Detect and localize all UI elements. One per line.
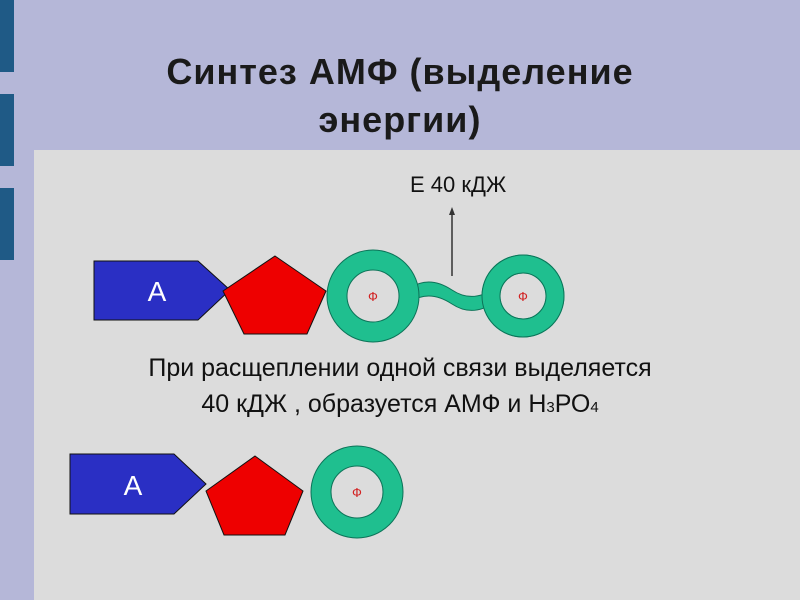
amp-phosphate-label: Ф: [352, 485, 362, 500]
atp-molecule: А Ф Ф: [93, 249, 565, 343]
explanation-line-2: 40 кДЖ , образуется АМФ и Н3РО4: [70, 386, 730, 426]
amp-phosphate-ring-outline: [310, 445, 404, 539]
amp-phosphate-ring-inner-outline: [330, 465, 384, 519]
explanation-line-1: При расщеплении одной связи выделяется: [148, 354, 652, 382]
content-panel: [34, 150, 800, 600]
subscript-3: 3: [546, 399, 555, 416]
title-line-2: энергии): [318, 99, 482, 140]
amp-adenine-label: А: [124, 470, 143, 501]
phosphate-ring-2-outline: [481, 254, 565, 338]
phosphate-ring-1: [327, 250, 419, 342]
accent-bar-bottom: [0, 188, 14, 260]
phosphate-ring-1-inner-outline: [346, 269, 400, 323]
explanation-text: При расщеплении одной связи выделяется 4…: [70, 350, 730, 426]
accent-bar-top: [0, 0, 14, 72]
title-line-1: Синтез АМФ (выделение: [166, 51, 634, 92]
phosphate-label-2: Ф: [518, 289, 528, 304]
phosphate-ring-1-outline: [326, 249, 420, 343]
ribose-pentagon: [222, 255, 327, 335]
amp-molecule: А Ф: [69, 445, 404, 539]
explanation-line-2-b: РО: [554, 390, 591, 418]
accent-bar-middle: [0, 94, 14, 166]
energy-arrow-head: [449, 207, 455, 215]
phosphate-label-1: Ф: [368, 289, 378, 304]
amp-ribose-pentagon: [205, 455, 304, 536]
adenine-block: [93, 260, 231, 321]
subscript-4: 4: [590, 399, 599, 416]
amp-phosphate-ring: [311, 446, 403, 538]
explanation-line-2-a: 40 кДЖ , образуется АМФ и Н: [201, 390, 547, 418]
slide-title: Синтез АМФ (выделение энергии): [60, 48, 740, 144]
adenine-label: А: [148, 276, 167, 307]
phosphate-ring-2-inner-outline: [499, 272, 547, 320]
energy-label: Е 40 кДЖ: [410, 172, 507, 197]
phosphate-ring-2: [481, 254, 565, 338]
amp-adenine-block: [69, 453, 207, 515]
